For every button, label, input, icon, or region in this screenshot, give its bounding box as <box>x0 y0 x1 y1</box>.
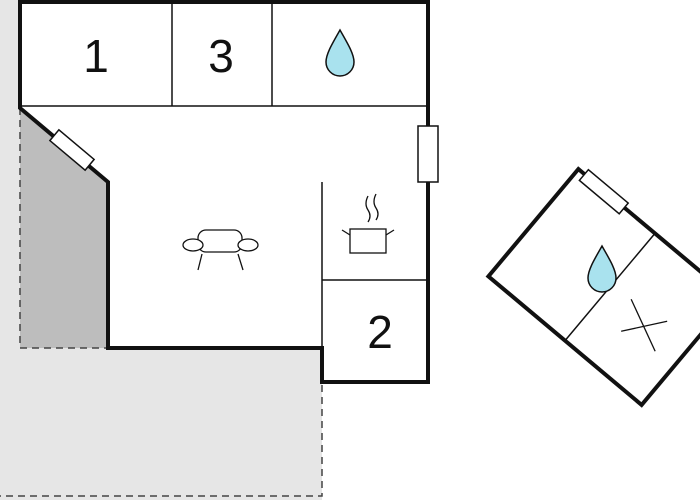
water-drop-icon <box>325 28 355 77</box>
terrace-area <box>0 0 323 500</box>
room-label-1: 1 <box>83 30 109 82</box>
window-diagonal <box>48 128 96 172</box>
water-drop-icon <box>587 244 617 293</box>
room-label-2: 2 <box>367 306 393 358</box>
terrace-upper <box>0 0 20 348</box>
window-right <box>417 125 439 183</box>
terrace-dashed-border <box>19 108 108 349</box>
annex-building <box>485 166 700 408</box>
cooking-pot-icon <box>341 193 395 254</box>
annex-window <box>578 168 630 215</box>
sofa-icon <box>182 229 259 271</box>
room-label-3: 3 <box>208 30 234 82</box>
windows <box>48 125 439 183</box>
terrace-dashed-border-lower <box>0 385 323 497</box>
cross-icon <box>621 298 668 352</box>
terrace-lower <box>0 348 322 500</box>
